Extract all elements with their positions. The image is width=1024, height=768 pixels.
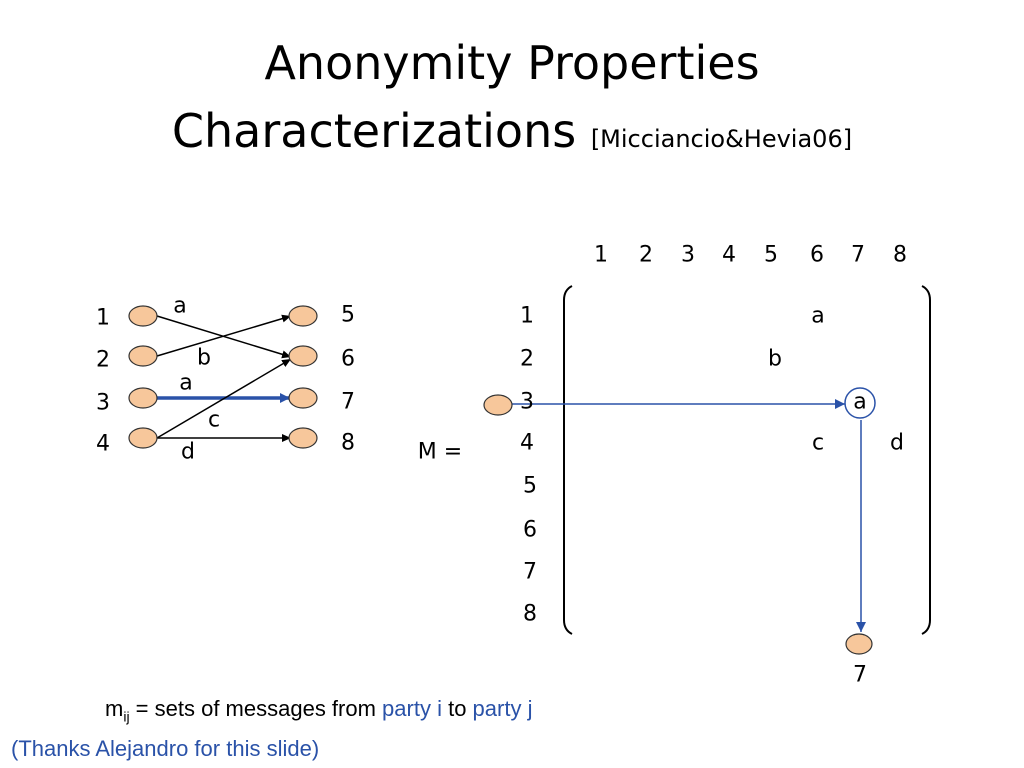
sender-node-3: [128, 387, 158, 409]
col-header-1: 1: [594, 242, 608, 268]
col-header-8: 8: [893, 242, 907, 268]
matrix-cell-4-8: d: [890, 430, 904, 456]
highlighted-cell-circle: [844, 387, 876, 419]
row-header-1: 1: [520, 303, 534, 329]
matrix-label: M =: [417, 439, 463, 465]
caption-text1: = sets of messages from: [129, 696, 383, 721]
caption-m: m: [105, 696, 124, 721]
matrix-receiver-node: [845, 633, 873, 655]
row-header-7: 7: [523, 559, 537, 585]
caption-subscript: ij: [123, 708, 130, 725]
sender-node-1: [128, 305, 158, 327]
matrix-cell-1-6: a: [811, 303, 825, 329]
caption-text2: to: [441, 696, 473, 721]
edge-label-d: d: [181, 439, 195, 465]
receiver-label-5: 5: [341, 302, 355, 328]
matrix-right-bracket: [921, 285, 931, 635]
receiver-node-5: [288, 305, 318, 327]
row-header-8: 8: [523, 601, 537, 627]
receiver-label-8: 8: [341, 430, 355, 456]
caption-party-j: party j: [472, 696, 533, 721]
row-header-6: 6: [523, 517, 537, 543]
col-header-5: 5: [764, 242, 778, 268]
caption: mij = sets of messages from party i to p…: [105, 696, 532, 724]
receiver-node-6: [288, 345, 318, 367]
sender-label-3: 3: [96, 390, 110, 416]
matrix-cell-4-6: c: [811, 430, 825, 456]
row-header-3: 3: [520, 389, 534, 415]
matrix-sender-node: [483, 394, 513, 416]
title-line1: Anonymity Properties: [264, 36, 760, 90]
sender-node-4: [128, 427, 158, 449]
matrix-bottom-label: 7: [853, 662, 867, 688]
sender-node-2: [128, 345, 158, 367]
thanks-note: (Thanks Alejandro for this slide): [11, 736, 320, 761]
row-header-4: 4: [520, 430, 534, 456]
matrix-cell-3-7: a: [853, 389, 867, 415]
col-header-6: 6: [810, 242, 824, 268]
sender-label-1: 1: [96, 305, 110, 331]
row-header-5: 5: [523, 473, 537, 499]
col-header-2: 2: [639, 242, 653, 268]
edge-2-5: [156, 314, 292, 357]
col-header-7: 7: [851, 242, 865, 268]
receiver-label-6: 6: [341, 346, 355, 372]
edge-label-b: b: [197, 345, 211, 371]
title-line2: Characterizations [Micciancio&Hevia06]: [0, 104, 1024, 158]
title-citation: [Micciancio&Hevia06]: [590, 125, 853, 153]
matrix-left-bracket: [563, 285, 573, 635]
row-header-2: 2: [520, 346, 534, 372]
sender-label-2: 2: [96, 347, 110, 373]
title-characterizations: Characterizations: [171, 104, 577, 158]
matrix-cell-2-5: b: [768, 346, 782, 372]
receiver-node-8: [288, 427, 318, 449]
receiver-label-7: 7: [341, 389, 355, 415]
col-header-3: 3: [681, 242, 695, 268]
edge-label-c: c: [207, 407, 221, 433]
edge-4-6: [156, 358, 292, 439]
caption-party-i: party i: [382, 696, 442, 721]
edge-label-a2: a: [179, 370, 193, 396]
receiver-node-7: [288, 387, 318, 409]
sender-label-4: 4: [96, 431, 110, 457]
col-header-4: 4: [722, 242, 736, 268]
edge-label-a1: a: [173, 293, 187, 319]
